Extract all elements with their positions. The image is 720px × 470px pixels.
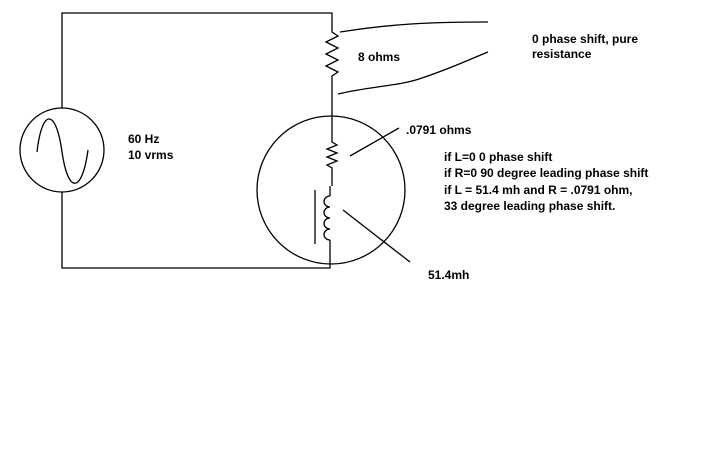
label-source-voltage: 10 vrms <box>128 148 174 162</box>
label-note-line-1: if L=0 0 phase shift <box>444 150 553 164</box>
label-inductor: 51.4mh <box>428 268 470 282</box>
resistor-icon <box>324 26 340 80</box>
label-note-line-2: if R=0 90 degree leading phase shift <box>444 166 649 180</box>
label-note-line-3: if L = 51.4 mh and R = .0791 ohm, <box>444 183 633 197</box>
label-note-line-4: 33 degree leading phase shift. <box>444 199 616 213</box>
label-phase-note-line-1: 0 phase shift, pure <box>532 32 639 46</box>
load-enclosure-circle <box>256 115 406 265</box>
label-phase-note-line-2: resistance <box>532 47 592 61</box>
resistor-small-icon <box>325 140 339 186</box>
leader-line-resistor <box>349 127 400 157</box>
wire-open-lower <box>337 51 489 95</box>
label-resistor-8-ohms: 8 ohms <box>358 50 401 64</box>
label-resistor-small: .0791 ohms <box>406 123 472 137</box>
sine-wave-icon <box>36 118 89 184</box>
ac-voltage-source-icon <box>19 107 105 193</box>
wire-left-bottom <box>61 192 331 269</box>
label-source-frequency: 60 Hz <box>128 132 160 146</box>
wire-top-left <box>61 12 333 108</box>
wire-open-upper <box>339 21 489 33</box>
inductor-coil-icon <box>323 195 331 241</box>
leader-line-inductor <box>342 209 411 263</box>
